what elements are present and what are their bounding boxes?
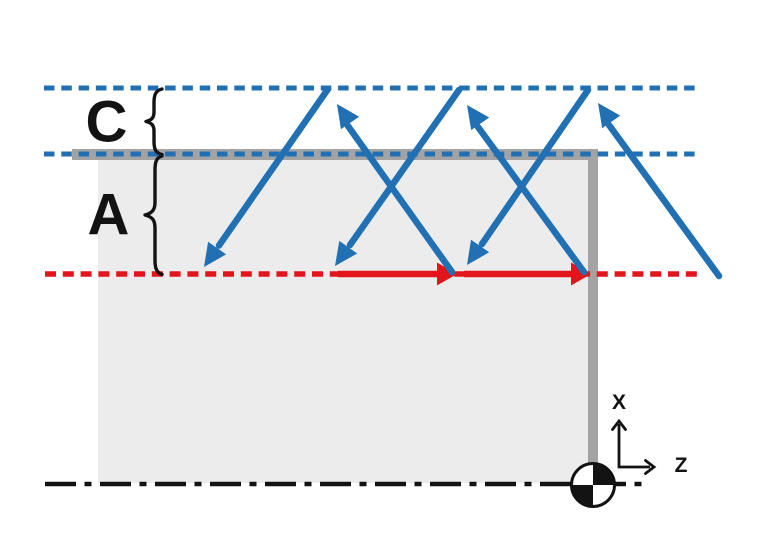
feed-arrow-left-head <box>437 262 457 286</box>
edge-strip <box>588 149 598 484</box>
beam-arrow-down-1 <box>204 85 332 267</box>
beam-arrow-up-2 <box>467 105 588 276</box>
brace-a <box>143 154 164 277</box>
coordinate-axes <box>611 418 657 475</box>
label-x-axis: X <box>611 391 627 414</box>
feed-arrow-left <box>338 262 457 286</box>
label-melt-depth: A <box>87 182 130 248</box>
beam-arrow-up-3 <box>598 103 723 280</box>
beam-arrow-up-2-head <box>467 105 490 131</box>
beam-arrow-down-3-head <box>467 239 490 265</box>
beam-arrow-up-1 <box>337 104 456 276</box>
beam-arrow-down-2-head <box>335 240 358 266</box>
z-axis-arrowhead-icon <box>644 459 657 475</box>
beam-arrow-down-2 <box>335 86 463 266</box>
beam-arrow-down-1-head <box>204 241 227 267</box>
beam-arrow-up-1-head <box>337 104 360 130</box>
feed-arrow-right-head <box>571 262 591 286</box>
label-coating-thickness: C <box>85 89 128 155</box>
brace-c <box>144 87 164 157</box>
origin-symbol-icon <box>570 462 616 508</box>
beam-arrow-down-3 <box>467 86 592 265</box>
substrate-body <box>98 160 591 483</box>
coating-layer-strip <box>72 149 598 160</box>
feed-arrow-right <box>464 262 591 286</box>
beam-arrow-up-3-head <box>598 103 621 129</box>
label-z-axis: Z <box>674 454 688 477</box>
axes-lines <box>617 424 650 469</box>
x-axis-arrowhead-icon <box>611 418 627 431</box>
